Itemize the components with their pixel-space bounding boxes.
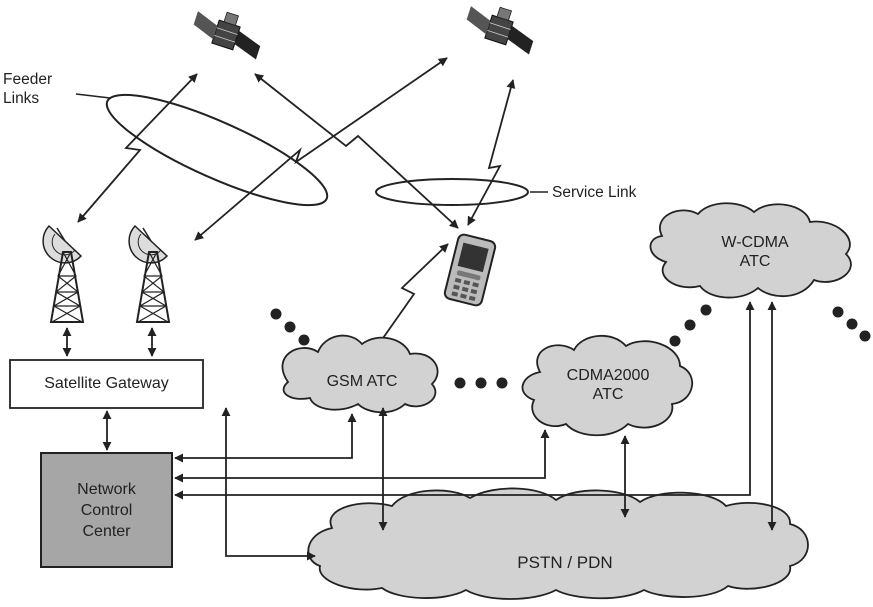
antenna-tower-icon bbox=[42, 225, 84, 323]
feeder-link-right bbox=[194, 57, 448, 241]
pstn-pdn-label: PSTN / PDN bbox=[517, 553, 613, 572]
feeder-links-label-line: Feeder bbox=[3, 71, 53, 88]
gsm-atc-label: GSM ATC bbox=[326, 373, 398, 390]
wcdma-atc-label-line: W-CDMA bbox=[721, 234, 789, 251]
antenna-tower-icon bbox=[128, 225, 170, 323]
network-control-center-label: Network Control Center bbox=[41, 453, 172, 567]
feeder-links-label: Feeder Links bbox=[3, 70, 52, 108]
cdma2000-atc-label: CDMA2000 ATC bbox=[548, 366, 668, 404]
wired-links bbox=[62, 301, 777, 561]
wcdma-atc-label-line: ATC bbox=[739, 253, 771, 270]
service-link-label: Service Link bbox=[552, 184, 637, 201]
satellite-icon bbox=[188, 3, 268, 60]
radio-links bbox=[77, 57, 516, 349]
cdma2000-atc-label-line: CDMA2000 bbox=[566, 367, 650, 384]
ellipsis-dots bbox=[270, 304, 871, 389]
ncc-label-line: Center bbox=[82, 522, 131, 540]
feeder-links-pointer bbox=[75, 93, 111, 99]
wcdma-atc-label: W-CDMA ATC bbox=[695, 233, 815, 271]
mobile-phone-icon bbox=[443, 233, 497, 307]
terrestrial-link-gsm bbox=[375, 243, 449, 349]
service-link-left-satellite bbox=[254, 73, 459, 229]
network-control-center-box bbox=[40, 452, 173, 568]
satellite-gateway-label: Satellite Gateway bbox=[44, 375, 169, 392]
feeder-links-ellipse bbox=[105, 93, 329, 207]
satellite-icon bbox=[461, 0, 541, 55]
cdma2000-atc-label-line: ATC bbox=[592, 386, 624, 403]
ncc-label-line: Control bbox=[80, 501, 133, 519]
wcdma-atc-cloud bbox=[649, 202, 852, 299]
service-link-ellipse bbox=[375, 178, 529, 206]
feeder-link-left bbox=[77, 73, 198, 223]
ncc-label-line: Network bbox=[77, 480, 136, 498]
satellite-gateway-box bbox=[9, 359, 204, 409]
feeder-links-label-line: Links bbox=[3, 90, 40, 107]
service-link-right-satellite bbox=[467, 79, 516, 226]
